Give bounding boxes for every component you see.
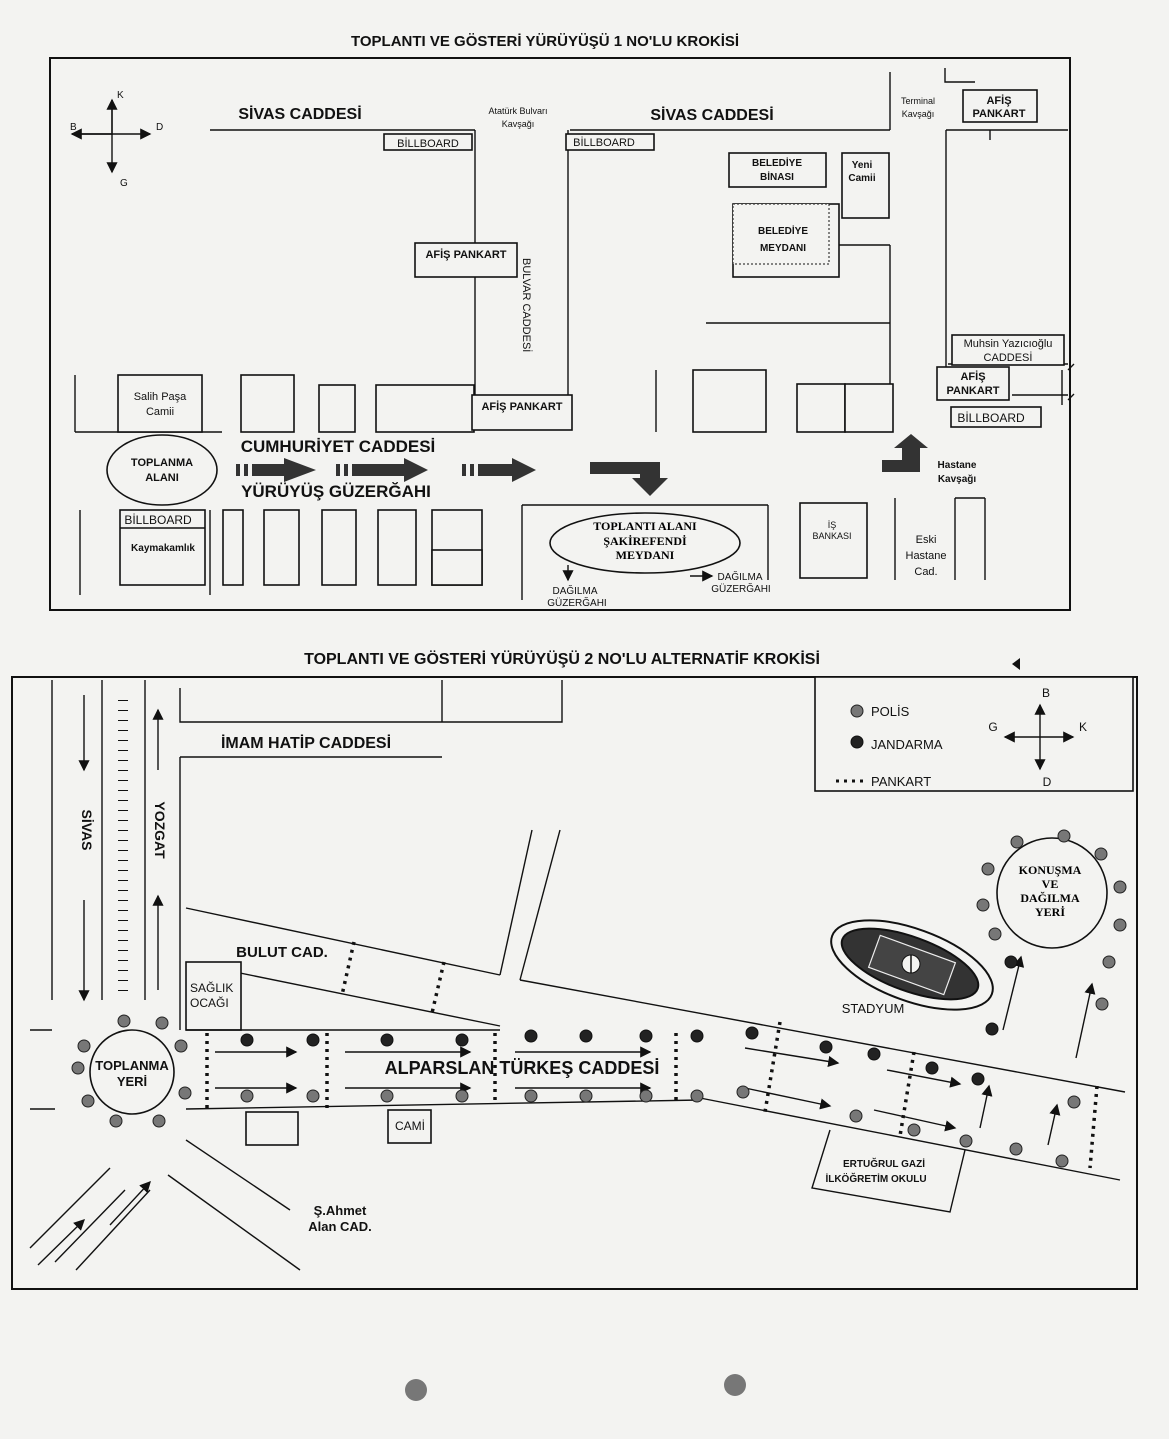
- street-sivas-east: SİVAS CADDESİ: [650, 106, 773, 124]
- legend-jandarma: JANDARMA: [871, 737, 943, 752]
- sakirefendi-1: TOPLANTI ALANI: [593, 519, 697, 533]
- compass2-e: K: [1079, 720, 1087, 734]
- map-2: TOPLANTI VE GÖSTERİ YÜRÜYÜŞÜ 2 NO'LU ALT…: [11, 649, 1138, 1290]
- street-muhsin-1: Muhsin Yazıcıoğlu: [964, 338, 1053, 350]
- march-route-arrows-2: [215, 955, 1096, 1146]
- hastane-junction-2: Kavşağı: [938, 474, 977, 485]
- dispersal-route-1a: DAĞILMA: [552, 584, 597, 597]
- terminal-junction-2: Kavşağı: [902, 109, 935, 119]
- belediye-meydani-1: BELEDİYE: [758, 224, 808, 237]
- toplanma-alani-2: ALANI: [145, 472, 179, 484]
- gathering-area-1: [106, 434, 218, 506]
- salih-pasa-camii-1: Salih Paşa: [134, 391, 187, 403]
- compass-w: B: [70, 122, 77, 133]
- map2-title: TOPLANTI VE GÖSTERİ YÜRÜYÜŞÜ 2 NO'LU ALT…: [304, 649, 820, 668]
- sakirefendi-2: ŞAKİREFENDİ: [603, 534, 687, 548]
- eski-hastane-2: Hastane: [906, 550, 947, 562]
- compass-n: K: [117, 90, 124, 101]
- legend-jandarma-dot: [850, 735, 864, 749]
- compass2-w: G: [988, 720, 997, 734]
- toplanma-yeri-2: YERİ: [117, 1074, 147, 1089]
- belediye-binasi-1: BELEDİYE: [752, 156, 802, 169]
- legend-police-dot: [850, 704, 864, 718]
- road-yozgat: YOZGAT: [152, 801, 168, 859]
- street-sahmet-1: Ş.Ahmet: [314, 1203, 367, 1218]
- street-cumhuriyet: CUMHURİYET CADDESİ: [241, 437, 436, 456]
- ataturk-junction-1: Atatürk Bulvarı: [488, 106, 547, 116]
- map2-frame: [11, 676, 1138, 1290]
- belediye-binasi-2: BİNASI: [760, 170, 794, 183]
- stadium: [830, 919, 994, 1011]
- ataturk-junction-2: Kavşağı: [502, 119, 535, 129]
- map1-title: TOPLANTI VE GÖSTERİ YÜRÜYÜŞÜ 1 NO'LU KRO…: [351, 33, 739, 50]
- security-dots: [71, 829, 1127, 1168]
- toplanma-yeri-1: TOPLANMA: [95, 1058, 169, 1073]
- afis-pankart-bulvar: AFİŞ PANKART: [425, 248, 506, 261]
- street-bulut: BULUT CAD.: [236, 944, 328, 961]
- march-route-arrows: [236, 434, 928, 496]
- march-route-label: YÜRÜYÜŞ GÜZERĞAHI: [241, 482, 431, 501]
- hastane-junction-1: Hastane: [938, 460, 977, 471]
- konusma-3: DAĞILMA: [1020, 891, 1080, 905]
- konusma-4: YERİ: [1035, 905, 1065, 919]
- legend-police: POLİS: [871, 704, 910, 719]
- toplanma-alani-1: TOPLANMA: [131, 457, 193, 469]
- legend-pankart: PANKART: [871, 774, 931, 789]
- compass2-n: B: [1042, 686, 1050, 700]
- street-sivas-west: SİVAS CADDESİ: [238, 105, 361, 123]
- compass-rose-2: B D K G: [988, 686, 1087, 789]
- map-1: TOPLANTI VE GÖSTERİ YÜRÜYÜŞÜ 1 NO'LU KRO…: [49, 33, 1075, 611]
- street-alparslan-turkes: ALPARSLAN TÜRKEŞ CADDESİ: [385, 1058, 660, 1078]
- compass-s: G: [120, 178, 128, 189]
- konusma-2: VE: [1042, 877, 1059, 891]
- street-muhsin-2: CADDESİ: [984, 351, 1033, 364]
- dispersal-route-1b: GÜZERĞAHI: [547, 596, 606, 609]
- konusma-1: KONUŞMA: [1019, 863, 1082, 877]
- street-imam-hatip: İMAM HATİP CADDESİ: [221, 734, 391, 752]
- compass-e: D: [156, 122, 163, 133]
- yeni-camii-2: Camii: [848, 173, 875, 184]
- terminal-junction-1: Terminal: [901, 96, 935, 106]
- billboard-3: BİLLBOARD: [957, 411, 1025, 425]
- map1-frame: [49, 57, 1071, 611]
- stadyum: STADYUM: [842, 1001, 905, 1016]
- is-bankasi-1: İŞ: [828, 520, 837, 530]
- dispersal-route-2b: GÜZERĞAHI: [711, 582, 770, 595]
- road-sivas: SİVAS: [79, 810, 95, 851]
- billboard-1: BİLLBOARD: [397, 137, 459, 150]
- sakirefendi-3: MEYDANI: [616, 548, 675, 562]
- dispersal-route-2a: DAĞILMA: [717, 570, 762, 583]
- afis-pankart-e-2: PANKART: [947, 385, 1000, 397]
- meeting-area-sakirefendi: [549, 512, 741, 574]
- kaymakamlik: Kaymakamlık: [131, 543, 195, 554]
- billboard-4: BİLLBOARD: [124, 513, 192, 527]
- cami: CAMİ: [395, 1119, 425, 1133]
- gathering-place-2: [89, 1029, 175, 1115]
- belediye-meydani-2: MEYDANI: [760, 243, 806, 254]
- saglik-ocagi-2: OCAĞI: [190, 995, 229, 1010]
- yeni-camii-1: Yeni: [852, 160, 873, 171]
- binder-hole-left: [405, 1379, 427, 1401]
- eski-hastane-1: Eski: [916, 534, 937, 546]
- street-bulvar: BULVAR CADDESİ: [520, 258, 533, 352]
- billboard-2: BİLLBOARD: [573, 136, 635, 149]
- okul-2: İLKÖĞRETİM OKULU: [825, 1172, 926, 1185]
- saglik-ocagi-1: SAĞLIK: [190, 980, 233, 995]
- afis-pankart-ne-1: AFİŞ: [986, 94, 1011, 107]
- legend-box: [814, 676, 1134, 792]
- speech-dispersal-area: [996, 837, 1108, 949]
- street-sahmet-2: Alan CAD.: [308, 1219, 372, 1234]
- compass2-s: D: [1043, 775, 1052, 789]
- salih-pasa-camii-2: Camii: [146, 406, 174, 418]
- afis-pankart-ne-2: PANKART: [973, 108, 1026, 120]
- afis-pankart-cumhuriyet: AFİŞ PANKART: [481, 400, 562, 413]
- eski-hastane-3: Cad.: [914, 566, 937, 578]
- afis-pankart-e-1: AFİŞ: [960, 370, 985, 383]
- compass-rose-1: K G D B: [70, 90, 163, 189]
- okul-1: ERTUĞRUL GAZİ: [843, 1157, 925, 1170]
- is-bankasi-2: BANKASI: [812, 531, 851, 541]
- binder-hole-right: [724, 1374, 746, 1396]
